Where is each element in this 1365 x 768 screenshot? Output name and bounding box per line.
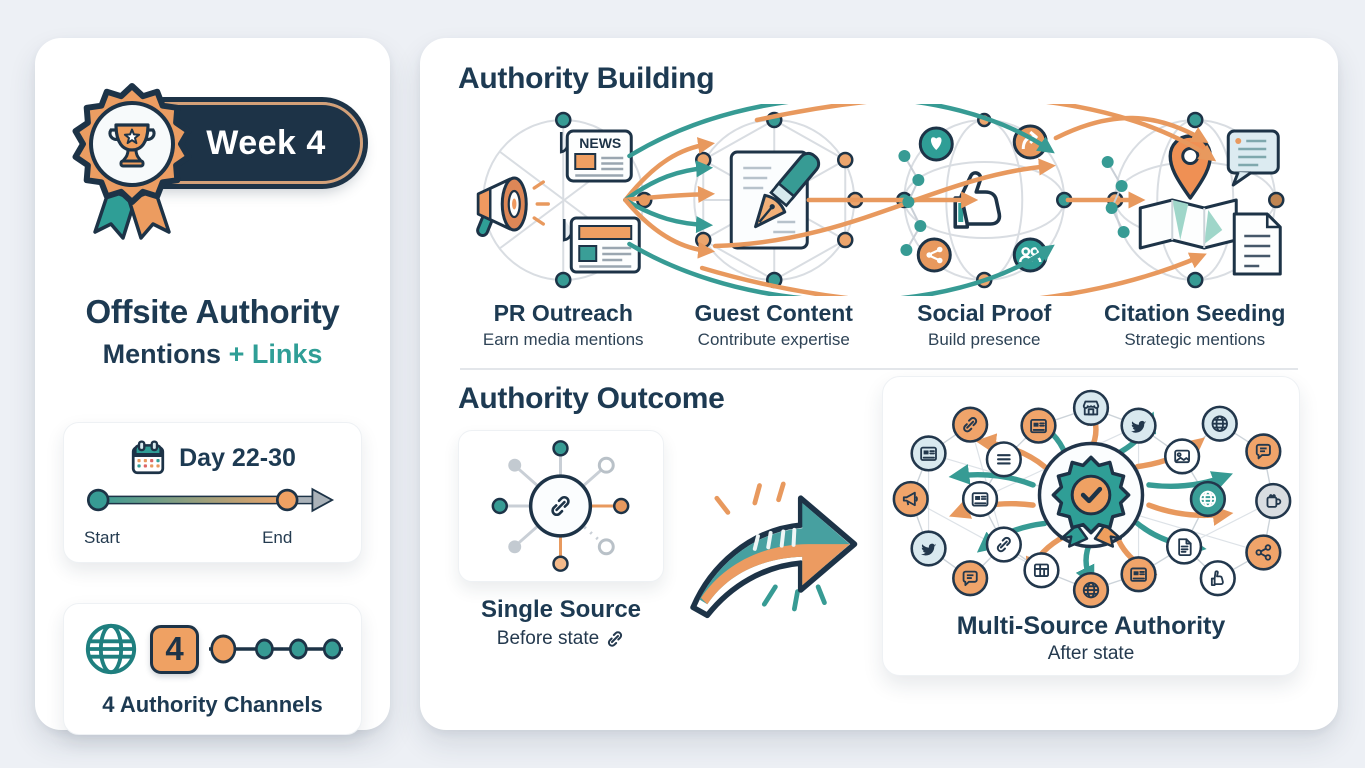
link-node-icon	[952, 406, 989, 443]
channels-label: 4 Authority Channels	[102, 692, 323, 717]
mug-node-icon	[1255, 482, 1292, 520]
building-illustrations: NEWS	[458, 104, 1300, 296]
channel-label-social-proof: Social Proof Build presence	[917, 300, 1052, 349]
doc-node-icon	[1165, 528, 1203, 565]
single-source-label: Single Source	[480, 596, 642, 623]
megaphone-node-icon	[892, 480, 929, 518]
section-divider	[460, 368, 1298, 370]
channel-count-box: 4	[150, 624, 199, 674]
flow-arrows-overlay	[623, 104, 1217, 296]
globe-node-icon	[1072, 571, 1110, 609]
store-node-icon	[1072, 389, 1110, 426]
single-source-card	[458, 430, 664, 582]
day-range-card: Day 22-30 Start End	[63, 422, 362, 563]
subtitle-primary: Mentions	[102, 339, 222, 369]
channels-card: 4 4 Authority Channels	[63, 603, 362, 735]
fountain-pen-icon	[753, 151, 820, 229]
news-tag: NEWS	[579, 135, 621, 151]
week-label: Week 4	[206, 123, 326, 162]
news-node-icon	[961, 480, 999, 518]
channel-label-guest-content: Guest Content Contribute expertise	[694, 300, 853, 349]
list-node-icon	[985, 441, 1022, 478]
page-subtitle: Mentions + Links	[35, 339, 390, 370]
chat-node-icon	[952, 560, 989, 597]
share-network-icon	[916, 237, 952, 273]
news-node-icon	[1120, 556, 1157, 593]
building-labels: PR Outreach Earn media mentions Guest Co…	[458, 300, 1300, 350]
thumbs-up-icon	[953, 171, 1002, 229]
heart-icon	[918, 126, 954, 162]
multi-source-card: Multi-Source Authority After state	[882, 376, 1300, 676]
timeline-icon	[86, 487, 335, 513]
channel-count: 4	[165, 630, 184, 667]
multi-source-network	[892, 389, 1292, 609]
multi-source-labels: Multi-Source Authority After state	[883, 612, 1299, 665]
citation-bubble-icon	[1226, 129, 1280, 187]
globe-node-icon	[1189, 480, 1227, 518]
trophy-icon	[108, 123, 156, 168]
citation-doc-icon	[1232, 212, 1282, 276]
globe-icon	[85, 623, 137, 675]
channel-label-citation-seeding: Citation Seeding Strategic mentions	[1104, 300, 1286, 349]
authority-outcome-section: Authority Outcome	[458, 376, 1300, 676]
link-node-icon	[985, 526, 1022, 563]
link-hub-icon	[491, 440, 630, 572]
verified-badge-icon	[1037, 441, 1145, 549]
subtitle-accent: Links	[251, 339, 323, 369]
megaphone-icon	[476, 176, 550, 237]
transition-arrow	[682, 466, 864, 643]
document-pen-icon	[692, 111, 863, 289]
single-source-block: Single Source Before state	[458, 430, 664, 650]
dot-chain-icon	[209, 634, 343, 664]
news-node-icon	[1020, 407, 1057, 444]
week-badge: Week 4	[35, 80, 390, 265]
news-node-icon	[910, 435, 947, 472]
grid-node-icon	[1023, 552, 1060, 589]
multi-source-label: Multi-Source Authority	[956, 612, 1226, 640]
globe-node-icon	[1201, 405, 1238, 442]
newspaper-icon	[562, 216, 641, 274]
bird-node-icon	[910, 530, 947, 567]
share-node-icon	[1245, 534, 1282, 571]
dot-chain-connectors	[898, 150, 1130, 256]
timeline-start-label: Start	[84, 528, 120, 547]
day-range-label: Day 22-30	[179, 443, 296, 472]
single-source-sublabel: Before state	[458, 628, 664, 650]
main-panel: Authority Building	[420, 38, 1338, 730]
thumb-node-icon	[1199, 560, 1236, 597]
building-title: Authority Building	[458, 62, 715, 95]
calendar-icon	[131, 440, 165, 475]
timeline-end-label: End	[262, 528, 293, 547]
chat-node-icon	[1245, 433, 1282, 470]
page-title: Offsite Authority	[85, 293, 340, 330]
media-node-icon	[1163, 438, 1201, 475]
outcome-title: Authority Outcome	[458, 382, 725, 415]
channel-label-pr-outreach: PR Outreach Earn media mentions	[482, 300, 644, 349]
bird-node-icon	[1120, 407, 1157, 444]
trophy-rosette-icon	[72, 83, 192, 240]
link-icon	[605, 629, 625, 649]
swoosh-arrow-icon	[690, 481, 858, 619]
multi-source-sublabel: After state	[1047, 643, 1135, 664]
subtitle-plus: +	[228, 339, 245, 369]
week-summary-panel: Week 4 Offsite Authority Mentions + Link…	[35, 38, 390, 735]
authority-building-section: Authority Building	[458, 62, 1300, 350]
